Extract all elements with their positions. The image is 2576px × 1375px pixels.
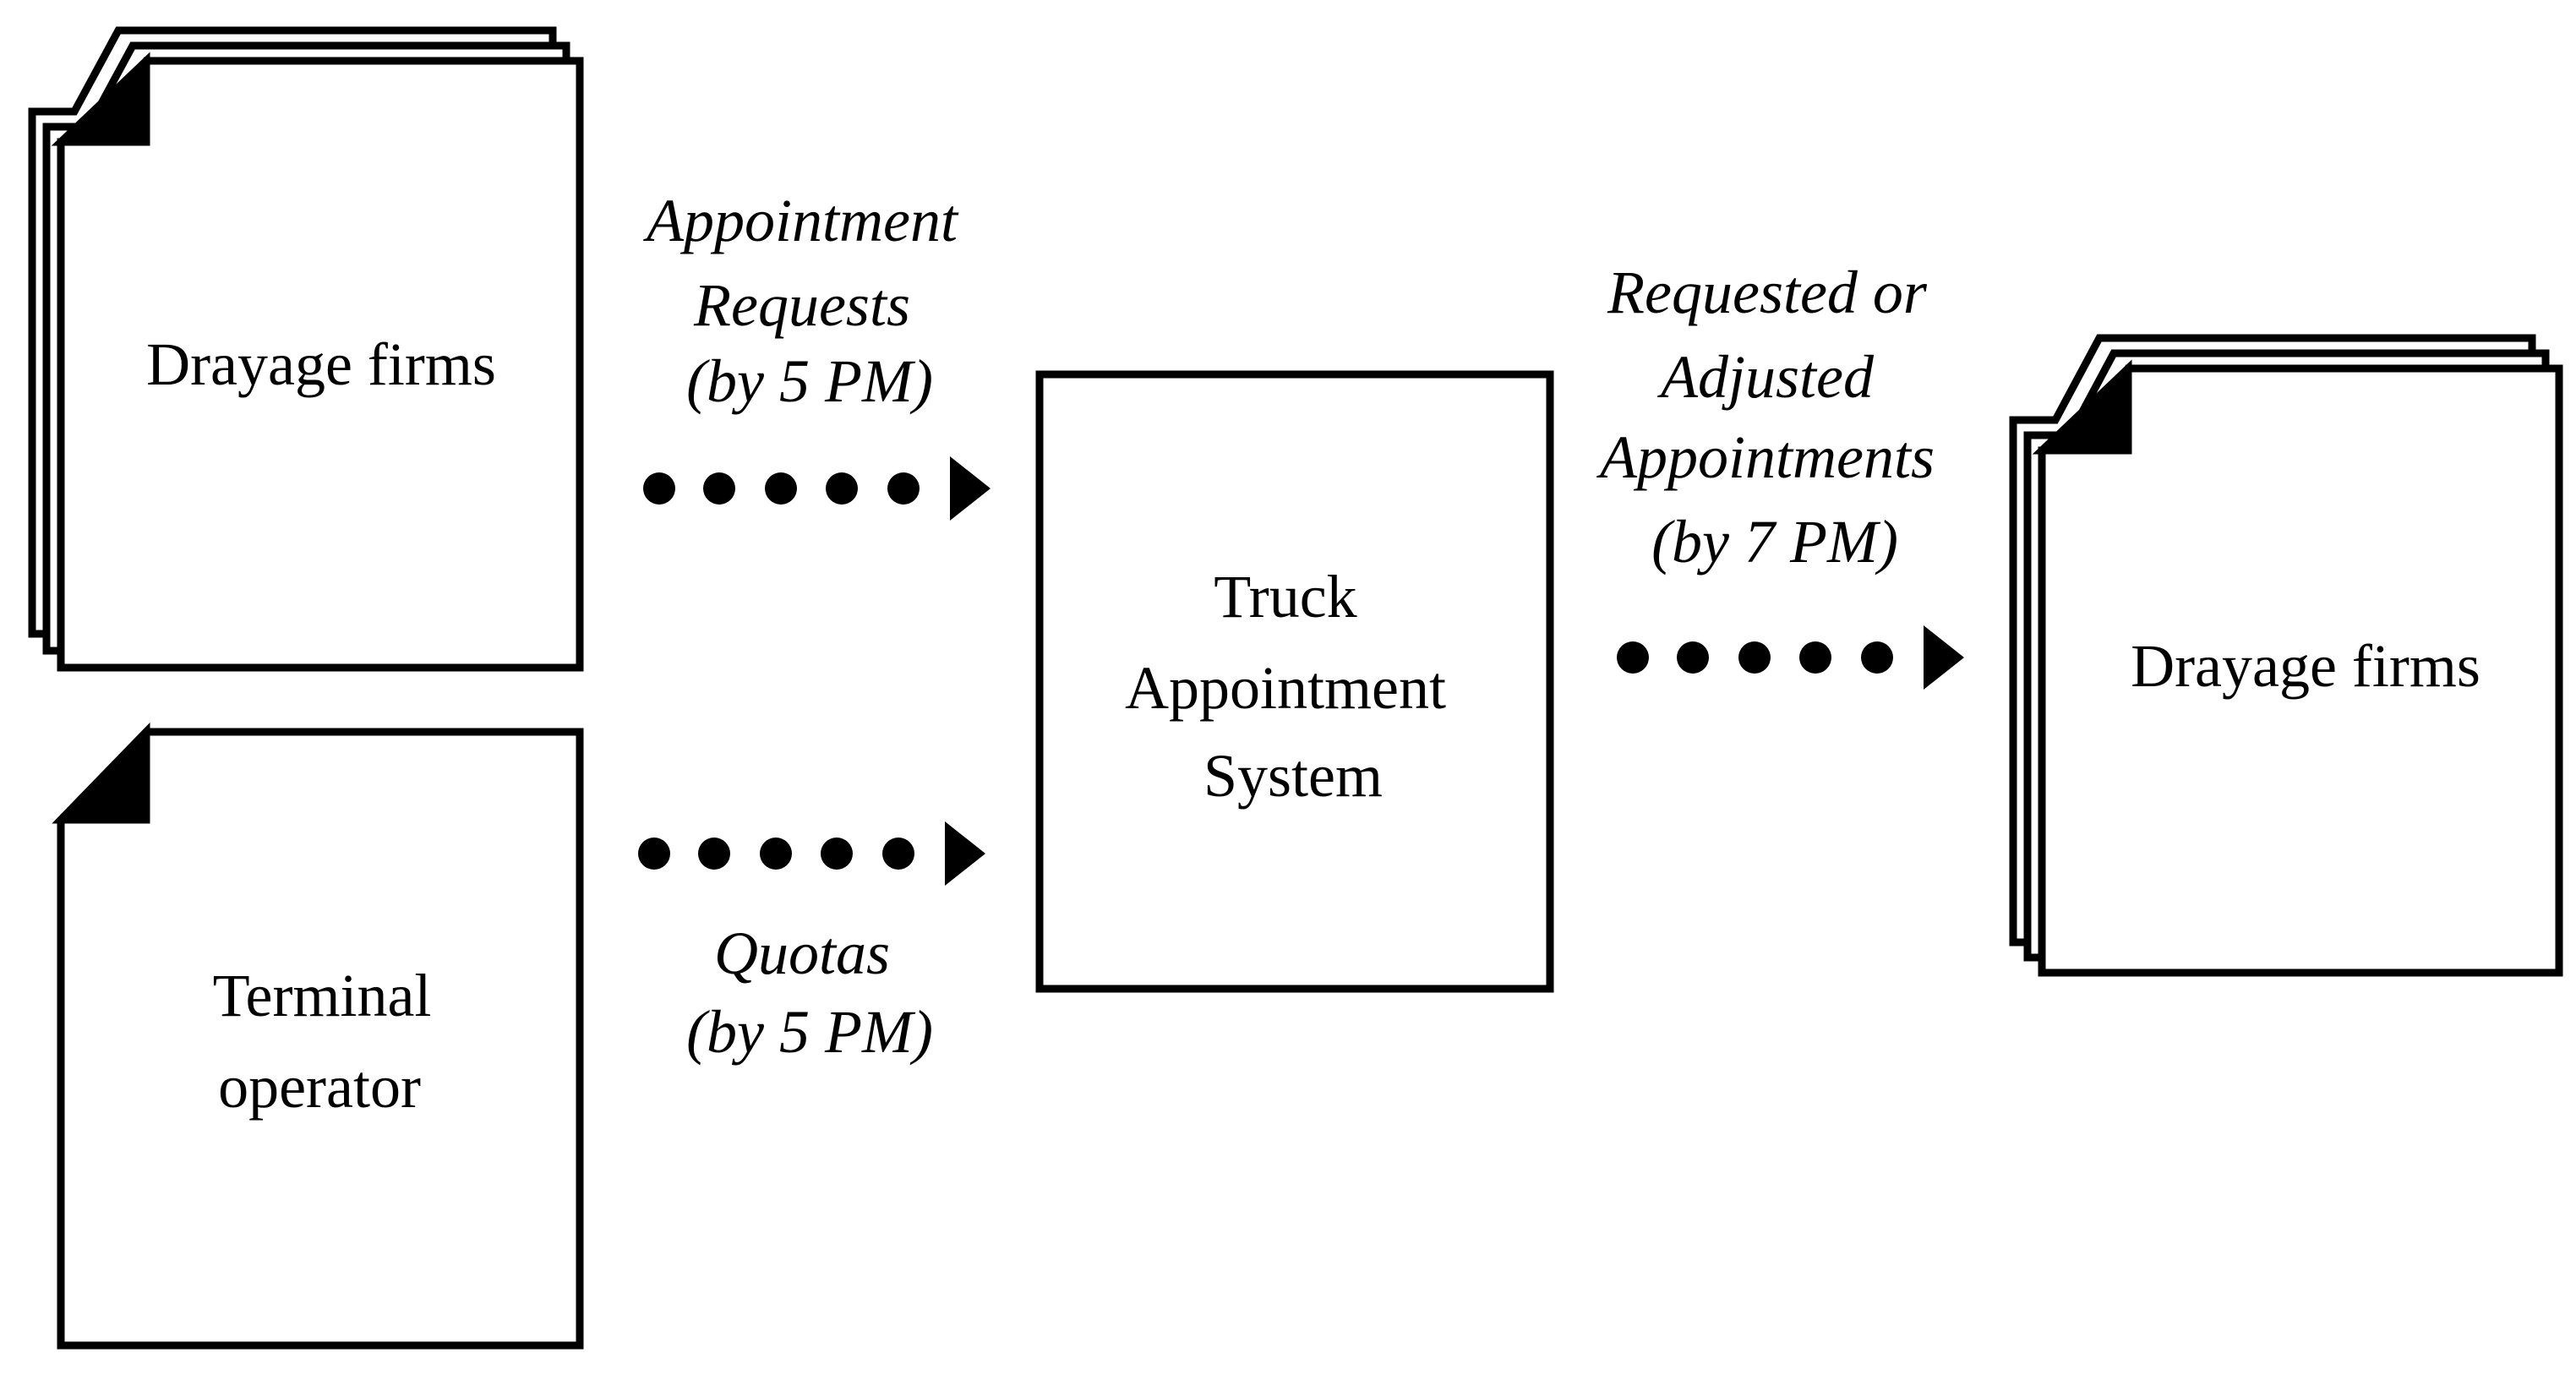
terminal-operator-node [52, 722, 584, 1350]
arrowhead-icon [950, 456, 991, 521]
tas-label-line-1: Truck [1214, 563, 1356, 630]
adjusted-appointments-arrow [1617, 625, 1964, 690]
dot [765, 472, 797, 505]
appointment-requests-line-2: Requests [693, 271, 910, 339]
folded-corner-icon [51, 52, 150, 146]
folded-corner-icon [52, 722, 150, 824]
dot [1617, 641, 1649, 674]
quotas-label: Quotas (by 5 PM) [686, 919, 933, 1066]
dot [1799, 641, 1831, 674]
dot [643, 472, 675, 505]
truck-appointment-system-label: Truck Appointment System [1125, 563, 1461, 810]
terminal-operator-label-line-2: operator [218, 1053, 421, 1121]
dot [826, 472, 858, 505]
terminal-operator-document-icon [57, 728, 584, 1350]
adjusted-appointments-label: Requested or Adjusted Appointments (by 7… [1596, 259, 1950, 576]
arrowhead-icon [945, 821, 985, 886]
terminal-operator-label: Terminal operator [213, 962, 447, 1121]
appointment-requests-arrow [643, 456, 991, 521]
adjusted-appointments-line-1: Requested or [1607, 259, 1928, 326]
dot [760, 838, 792, 870]
dot [698, 838, 730, 870]
quotas-line-2: (by 5 PM) [686, 998, 933, 1066]
folded-corner-icon [2032, 359, 2132, 455]
appointment-requests-line-3: (by 5 PM) [686, 347, 933, 415]
appointment-requests-line-1: Appointment [643, 187, 959, 254]
adjusted-appointments-line-3: Appointments [1596, 423, 1935, 491]
dot [1677, 641, 1709, 674]
tas-label-line-2: Appointment [1125, 654, 1446, 722]
dot [638, 838, 670, 870]
drayage-firms-target-node [2009, 334, 2563, 977]
dot [1861, 641, 1893, 674]
appointment-requests-label: Appointment Requests (by 5 PM) [643, 187, 973, 415]
adjusted-appointments-line-2: Adjusted [1657, 343, 1875, 411]
drayage-firms-target-label: Drayage firms [2131, 632, 2480, 700]
dot [882, 838, 914, 870]
drayage-firms-source-label: Drayage firms [146, 330, 496, 398]
quotas-line-1: Quotas [714, 919, 890, 987]
dot [821, 838, 853, 870]
tas-label-line-3: System [1203, 742, 1383, 810]
arrowhead-icon [1924, 625, 1964, 690]
dot [887, 472, 920, 505]
quotas-arrow [638, 821, 985, 886]
terminal-operator-label-line-1: Terminal [213, 962, 432, 1029]
drayage-firms-source-node [28, 26, 584, 672]
truck-appointment-system-box [1035, 370, 1554, 993]
dot [703, 472, 735, 505]
dot [1738, 641, 1771, 674]
adjusted-appointments-line-4: (by 7 PM) [1651, 508, 1898, 576]
